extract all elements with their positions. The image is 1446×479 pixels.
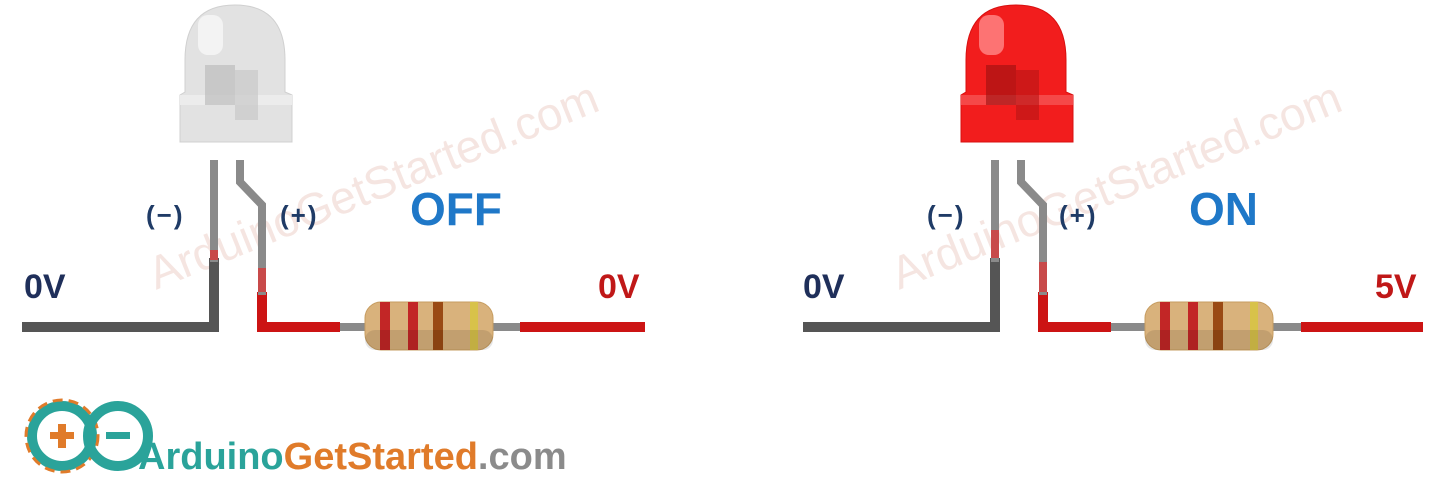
positive-wire — [1038, 292, 1111, 332]
left-voltage: 0V — [803, 268, 845, 306]
cathode-lead-tip — [991, 230, 999, 258]
circuit-on — [803, 4, 1423, 351]
right-voltage: 5V — [1375, 268, 1417, 306]
logo-text-part2: GetStarted — [283, 436, 478, 478]
led-off — [179, 4, 293, 143]
cathode-label: (−) — [146, 200, 185, 230]
negative-wire — [22, 258, 219, 332]
diagram-off: ArduinoGetStarted.com — [0, 0, 723, 476]
right-voltage: 0V — [598, 268, 640, 306]
left-voltage: 0V — [24, 268, 66, 306]
state-label: ON — [1189, 183, 1258, 235]
anode-label: (+) — [280, 200, 319, 230]
anode-lead — [1017, 160, 1047, 295]
anode-label: (+) — [1059, 200, 1098, 230]
circuit-off — [22, 4, 645, 351]
state-label: OFF — [410, 183, 502, 235]
logo-icon — [24, 398, 153, 474]
anode-lead-tip — [258, 268, 266, 292]
resistor — [364, 301, 494, 351]
logo-text-part3: .com — [477, 436, 567, 478]
anode-lead — [236, 160, 266, 295]
anode-lead-tip — [1039, 262, 1047, 292]
diagram-on: ArduinoGetStarted.com (−) (+) ON 0V 5V — [723, 0, 1446, 476]
logo-text: ArduinoGetStarted.com — [138, 436, 567, 479]
cathode-lead-tip — [210, 250, 218, 260]
led-on — [960, 4, 1074, 143]
resistor — [1144, 301, 1274, 351]
positive-wire — [257, 292, 340, 332]
cathode-label: (−) — [927, 200, 966, 230]
logo-text-part1: Arduino — [138, 436, 284, 478]
negative-wire — [803, 258, 1000, 332]
